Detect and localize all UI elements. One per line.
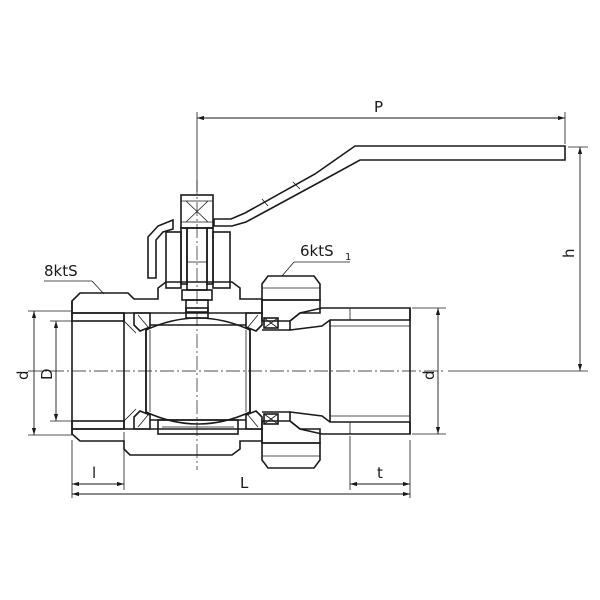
label-6ktS-subscript: 1 xyxy=(345,252,351,263)
label-D: D xyxy=(38,368,56,380)
label-8ktS: 8ktS xyxy=(44,262,78,280)
label-6ktS: 6ktS xyxy=(300,242,334,260)
dimension-bottom: l t L xyxy=(71,432,411,498)
stem-assembly xyxy=(165,194,231,313)
label-d-right: d xyxy=(420,370,438,380)
label-d-left: d xyxy=(14,370,32,380)
dimension-P: P xyxy=(196,98,566,192)
dimension-h: h xyxy=(448,146,588,372)
valve-body xyxy=(71,281,263,456)
dimension-d-left: d xyxy=(14,310,72,436)
center-lines xyxy=(28,180,446,470)
lever-handle xyxy=(147,145,566,279)
hex-label-right: 6ktS 1 xyxy=(281,242,351,277)
label-P: P xyxy=(374,98,383,116)
union-coupling xyxy=(261,275,411,469)
label-l: l xyxy=(92,464,96,482)
dimension-D: D xyxy=(38,320,72,422)
seat-rings xyxy=(133,312,263,430)
hex-label-left: 8ktS xyxy=(44,262,105,295)
label-t: t xyxy=(377,464,383,482)
label-L: L xyxy=(240,474,249,492)
dimension-d-right: d xyxy=(412,307,446,435)
label-h: h xyxy=(560,248,578,258)
